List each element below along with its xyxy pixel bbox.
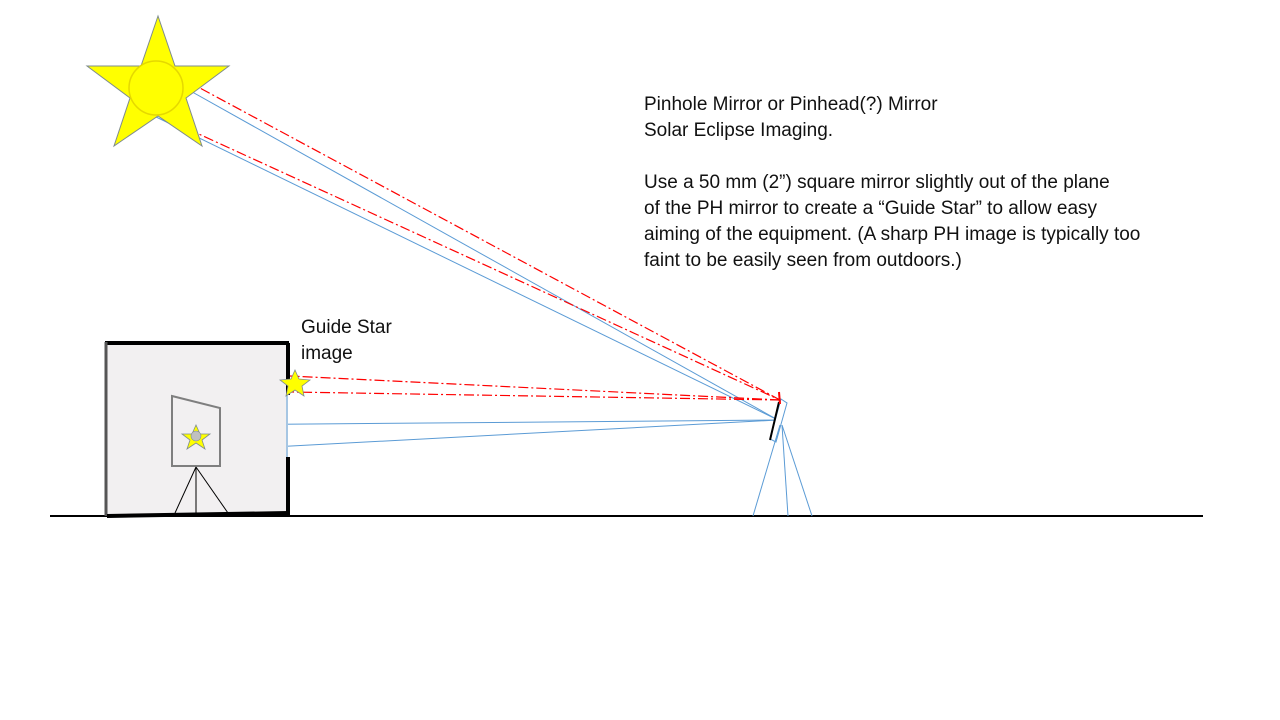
mirror	[769, 391, 788, 443]
guide-star-icon	[278, 369, 312, 397]
diagram-title: Pinhole Mirror or Pinhead(?) Mirror Sola…	[644, 92, 1244, 144]
title-line: Solar Eclipse Imaging.	[644, 120, 834, 141]
description-line: of the PH mirror to create a “Guide Star…	[644, 198, 1098, 219]
pinhole-image-star-icon	[180, 424, 212, 450]
description-line: aiming of the equipment. (A sharp PH ima…	[644, 224, 1141, 245]
description-line: faint to be easily seen from outdoors.)	[644, 250, 962, 271]
mirror-tripod	[752, 424, 813, 517]
sun-star-icon	[85, 14, 231, 148]
description-line: Use a 50 mm (2”) square mirror slightly …	[644, 172, 1110, 193]
diagram-description: Use a 50 mm (2”) square mirror slightly …	[644, 170, 1244, 274]
label-line: image	[301, 343, 353, 364]
camera-screen	[171, 394, 229, 514]
description-text: Pinhole Mirror or Pinhead(?) Mirror Sola…	[644, 92, 1244, 300]
sun-rays-blue	[151, 83, 779, 452]
title-line: Pinhole Mirror or Pinhead(?) Mirror	[644, 94, 938, 115]
sun-rays-red	[154, 79, 781, 401]
label-line: Guide Star	[301, 317, 392, 338]
guide-star-label: Guide Star image	[301, 315, 392, 367]
